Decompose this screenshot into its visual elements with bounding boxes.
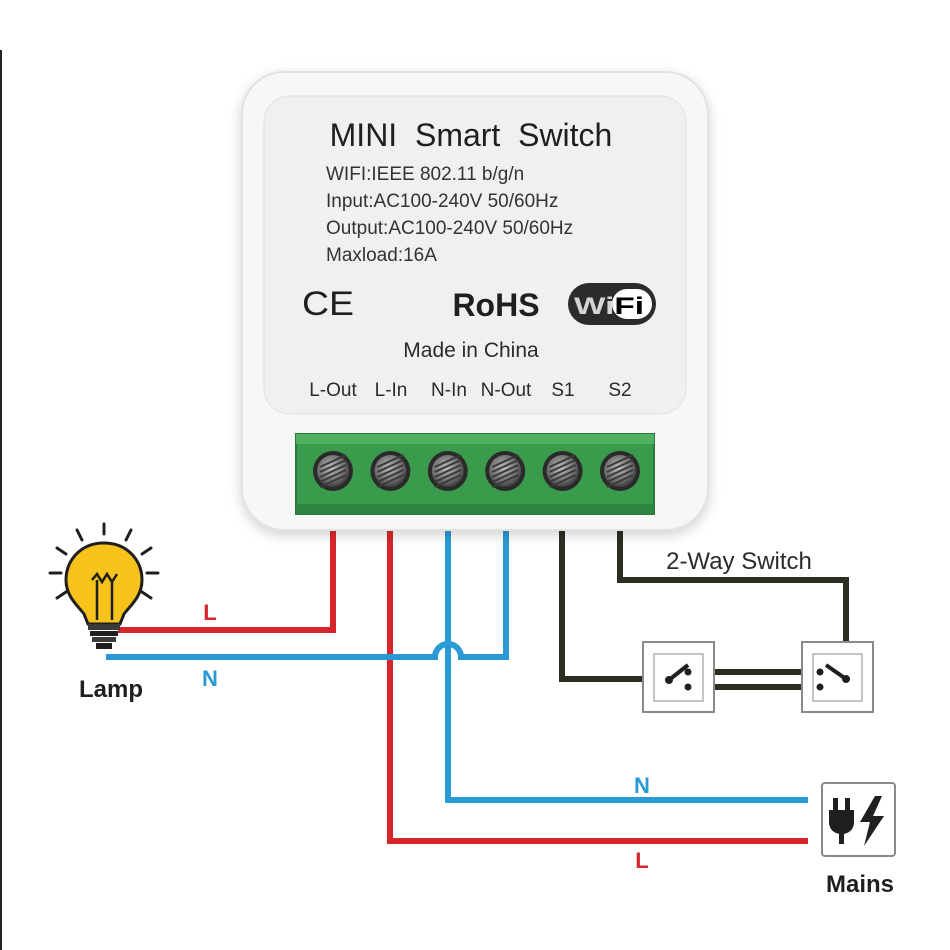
terminal-label-s1: S1: [551, 380, 574, 401]
wifi-logo-text: WiFi: [574, 293, 644, 320]
device-title: MINI Smart Switch: [330, 117, 613, 153]
lamp-live-wire: [118, 530, 336, 633]
label-plate: [263, 95, 687, 415]
spec-line: Maxload:16A: [326, 245, 437, 266]
terminal-screw-n-in: [427, 451, 468, 491]
terminal-label-n-in: N-In: [431, 380, 467, 401]
spec-line: Output:AC100-240V 50/60Hz: [326, 218, 573, 239]
wires: [106, 530, 849, 844]
lamp-neutral-wire: [106, 530, 509, 660]
mains-live-label: L: [635, 848, 648, 873]
wall-switch-icon: [642, 641, 715, 713]
terminal-screw-s2: [600, 451, 640, 491]
rohs-mark: RoHS: [452, 287, 539, 323]
terminal-screw-s1: [542, 451, 583, 491]
spec-line: Input:AC100-240V 50/60Hz: [326, 191, 558, 212]
terminal-label-n-out: N-Out: [481, 380, 532, 401]
lamp-neutral-label: N: [202, 666, 218, 691]
terminal-screw-l-in: [370, 451, 411, 491]
terminal-block: [295, 433, 655, 515]
mains-neutral-wire: [445, 530, 808, 803]
lamp-live-label: L: [203, 600, 216, 625]
terminal-label-l-in: L-In: [375, 380, 408, 401]
mains-label: Mains: [826, 871, 894, 898]
lightbulb-icon: [48, 522, 160, 649]
terminal-screw-n-out: [485, 451, 526, 491]
ce-mark-icon: CE: [302, 285, 354, 323]
mains-live-wire: [387, 530, 808, 844]
lamp-label: Lamp: [79, 676, 143, 703]
s2-wire: [617, 530, 849, 678]
terminal-label-l-out: L-Out: [309, 380, 357, 401]
spec-line: WIFI:IEEE 802.11 b/g/n: [326, 164, 524, 185]
ce-mark-text: CE: [302, 285, 354, 323]
terminal-screw-l-out: [313, 451, 353, 491]
smart-switch-module: MINI Smart Switch WIFI:IEEE 802.11 b/g/n…: [241, 71, 709, 531]
terminal-label-s2: S2: [608, 380, 631, 401]
made-in-text: Made in China: [403, 339, 539, 362]
wifi-logo-icon: WiFi: [568, 283, 656, 325]
terminal-screws: [313, 451, 640, 491]
power-plug-icon: [821, 782, 896, 857]
s1-wire: [559, 530, 660, 682]
mains-neutral-label: N: [634, 773, 650, 798]
wall-switch-icon: [801, 641, 874, 713]
two-way-switch-label: 2-Way Switch: [666, 548, 812, 575]
